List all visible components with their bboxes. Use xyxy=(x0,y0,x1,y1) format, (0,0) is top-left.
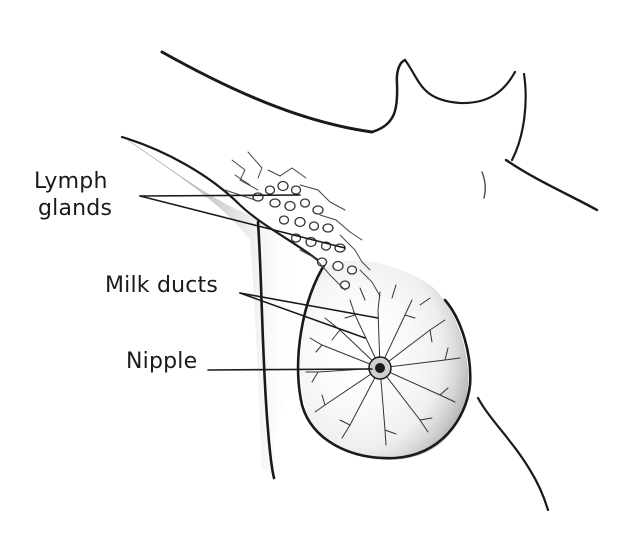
label-lymph-line2: glands xyxy=(38,197,112,220)
label-nipple: Nipple xyxy=(126,350,197,373)
shoulder-contour xyxy=(405,60,515,103)
label-lymph-line1: Lymph xyxy=(34,170,108,193)
chest-right-contour xyxy=(478,398,548,510)
armpit-fold xyxy=(372,60,405,132)
nipple-shape xyxy=(369,357,391,379)
leader-lymph-1 xyxy=(140,195,300,196)
collarbone-line xyxy=(506,160,597,210)
label-milk-ducts: Milk ducts xyxy=(105,274,218,297)
shoulder-right xyxy=(512,74,526,160)
chest-small-mark xyxy=(482,172,485,198)
arm-shading xyxy=(120,135,300,470)
leader-nipple xyxy=(208,369,372,370)
arm-upper-outline xyxy=(162,52,372,132)
